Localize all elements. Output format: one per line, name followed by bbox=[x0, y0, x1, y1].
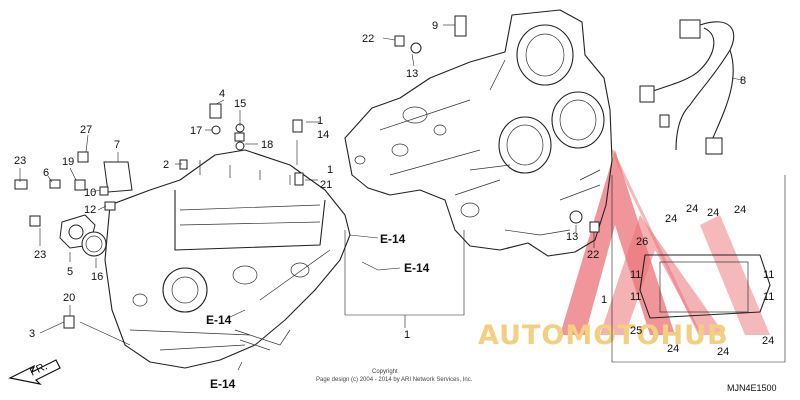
callout-24: 24 bbox=[665, 213, 677, 225]
callout-21: 21 bbox=[320, 179, 332, 191]
small-parts-left bbox=[14, 15, 600, 329]
reference-e14: E-14 bbox=[206, 313, 232, 327]
callout-19: 19 bbox=[62, 156, 74, 168]
callout-11: 11 bbox=[763, 269, 774, 281]
front-direction-arrow: FR. bbox=[8, 359, 61, 385]
callouts: 1 1 1 1 2 3 4 5 6 7 8 9 10 11 11 11 11 1… bbox=[14, 20, 774, 358]
callout-10: 10 bbox=[84, 187, 96, 199]
callout-7: 7 bbox=[114, 139, 120, 151]
callout-15: 15 bbox=[234, 98, 246, 110]
callout-4: 4 bbox=[219, 88, 225, 100]
reference-e14: E-14 bbox=[210, 377, 236, 391]
callout-6: 6 bbox=[43, 167, 49, 179]
callout-24: 24 bbox=[734, 204, 746, 216]
callout-14: 14 bbox=[317, 129, 329, 141]
callout-13: 13 bbox=[566, 231, 578, 243]
watermark-triangle-icon bbox=[560, 149, 770, 336]
cover-plate bbox=[103, 161, 133, 193]
watermark-logo: AUTOMOTOHUB bbox=[478, 149, 770, 351]
callout-17: 17 bbox=[190, 125, 202, 137]
callout-24: 24 bbox=[717, 346, 729, 358]
front-label: FR. bbox=[28, 360, 49, 378]
callout-23: 23 bbox=[14, 155, 26, 167]
callout-3: 3 bbox=[29, 328, 35, 340]
callout-22: 22 bbox=[362, 33, 374, 45]
callout-1: 1 bbox=[327, 164, 333, 176]
callout-11: 11 bbox=[630, 269, 641, 281]
callout-2: 2 bbox=[163, 159, 169, 171]
reference-e14: E-14 bbox=[404, 261, 430, 275]
callout-18: 18 bbox=[261, 139, 273, 151]
copyright-label: Copyright bbox=[372, 369, 398, 375]
watermark-text: AUTOMOTOHUB bbox=[478, 320, 729, 351]
callout-9: 9 bbox=[432, 20, 438, 32]
callout-24: 24 bbox=[707, 207, 719, 219]
callout-26: 26 bbox=[636, 236, 648, 248]
callout-24: 24 bbox=[667, 343, 679, 355]
callout-1: 1 bbox=[317, 115, 323, 127]
callout-1: 1 bbox=[404, 329, 410, 341]
callout-16: 16 bbox=[91, 271, 103, 283]
diagram-code: MJN4E1500 bbox=[727, 383, 777, 393]
side-cover bbox=[611, 175, 786, 363]
copyright-notice: Page design (c) 2004 - 2014 by ARI Netwo… bbox=[316, 377, 473, 383]
callout-11: 11 bbox=[630, 291, 641, 303]
leader-lines bbox=[19, 24, 743, 371]
callout-11: 11 bbox=[763, 291, 774, 303]
section-references: E-14 E-14 E-14 E-14 bbox=[206, 232, 430, 391]
callout-8: 8 bbox=[740, 75, 746, 87]
reference-e14: E-14 bbox=[380, 232, 406, 246]
sensor-wire-harness bbox=[639, 19, 735, 155]
callout-5: 5 bbox=[67, 266, 73, 278]
callout-27: 27 bbox=[80, 124, 92, 136]
upper-crankcase bbox=[344, 9, 613, 257]
callout-13: 13 bbox=[406, 68, 418, 80]
callout-12: 12 bbox=[84, 204, 96, 216]
callout-24: 24 bbox=[686, 203, 698, 215]
callout-24: 24 bbox=[762, 335, 774, 347]
callout-22: 22 bbox=[587, 249, 599, 261]
footer: Copyright Page design (c) 2004 - 2014 by… bbox=[316, 369, 777, 393]
callout-25: 25 bbox=[630, 325, 642, 337]
callout-23: 23 bbox=[34, 249, 46, 261]
callout-20: 20 bbox=[63, 292, 75, 304]
callout-1: 1 bbox=[601, 294, 607, 306]
lower-crankcase bbox=[104, 149, 351, 369]
